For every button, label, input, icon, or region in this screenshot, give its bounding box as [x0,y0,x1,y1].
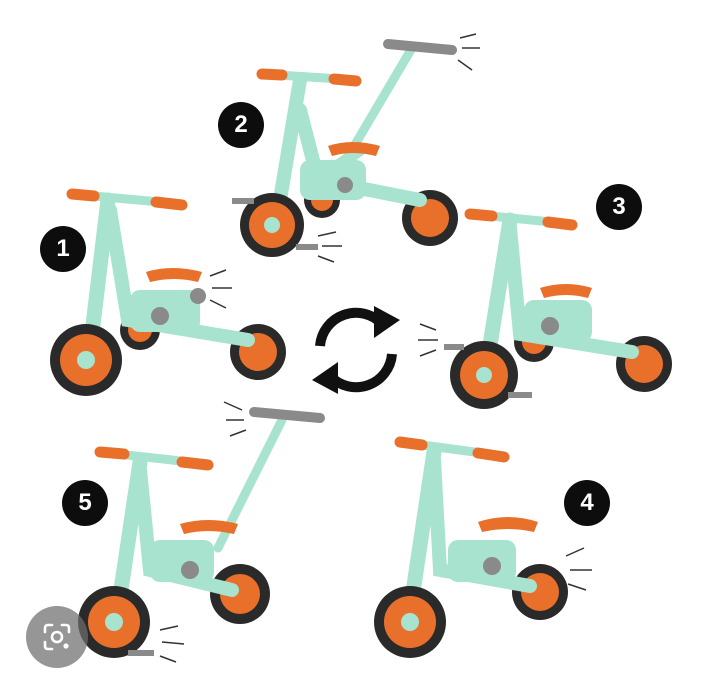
lens-search-icon [43,623,71,651]
lens-search-button[interactable] [26,606,88,668]
bike-4-balance-bike [374,436,592,658]
bike-3-trike [418,208,672,409]
badge-2: 2 [218,102,264,148]
badge-4: 4 [564,480,610,526]
bike-2-trike-with-push-handle [232,33,480,263]
badge-1: 1 [40,226,86,272]
bike-5-balance-bike-with-push-handle [78,401,325,663]
badge-3: 3 [596,184,642,230]
badge-5: 5 [62,480,108,526]
refresh-cycle-icon [312,306,400,394]
bike-1-trike [50,188,286,396]
